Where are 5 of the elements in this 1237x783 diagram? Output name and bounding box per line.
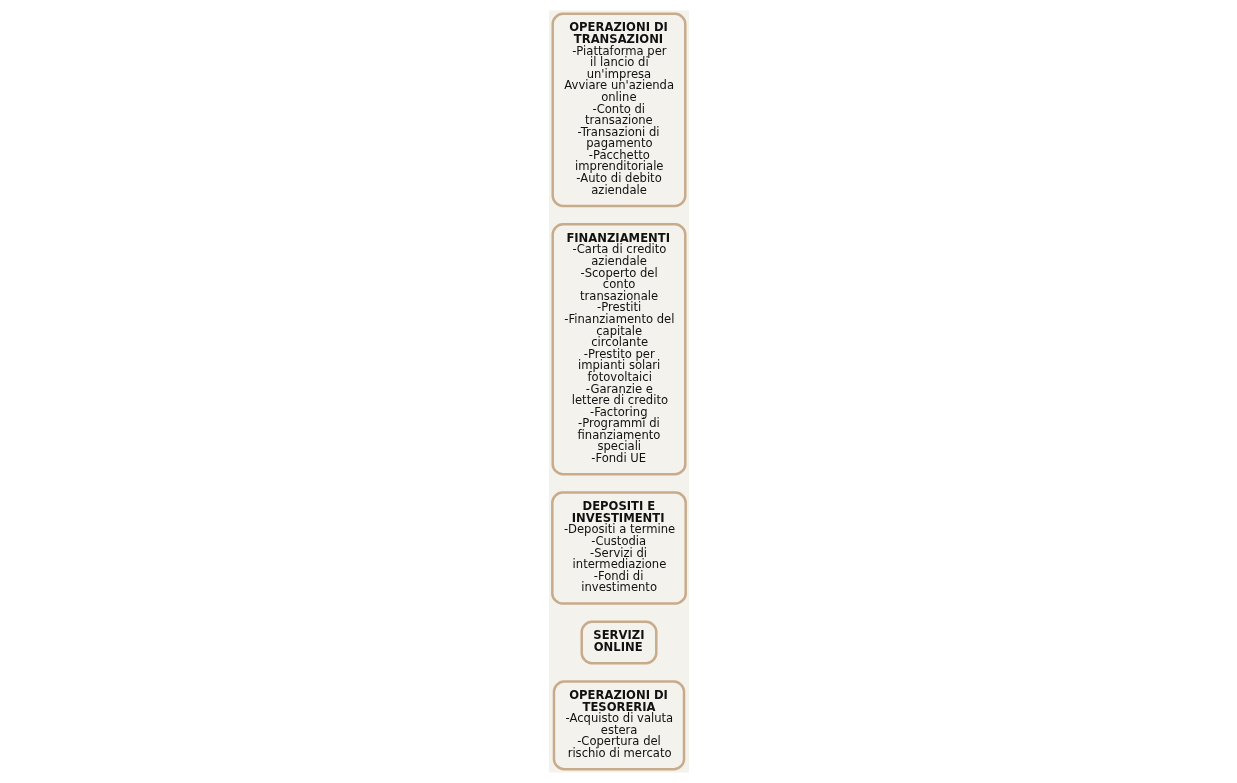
node-box: OPERAZIONI DI TESORERIA -Acquisto di valuta estera -Copertura del rischio di mercato (552, 680, 685, 771)
node-box: FINANZIAMENTI -Carta di credito aziendale -Scoperto del conto transazionale -Prestiti -Finanziamento del capitale circolante -Prestito per impianti solari fotovoltaici -Garanzie e lettere di credito -Factoring -Programmi di finanziamento speciali -Fondi UE (551, 222, 686, 476)
node-box: SERVIZI ONLINE (579, 620, 658, 665)
node-box: OPERAZIONI DI TRANSAZIONI -Piattaforma per il lancio di un'impresa Avviare un'azienda online -Conto di transazione -Transazioni di pagamento -Pacchetto imprenditoriale -Auto di debito aziendale (551, 12, 686, 208)
node-box: DEPOSITI E INVESTIMENTI -Depositi a termine -Custodia -Servizi di intermediazione -Fondi di investimento (550, 491, 687, 605)
